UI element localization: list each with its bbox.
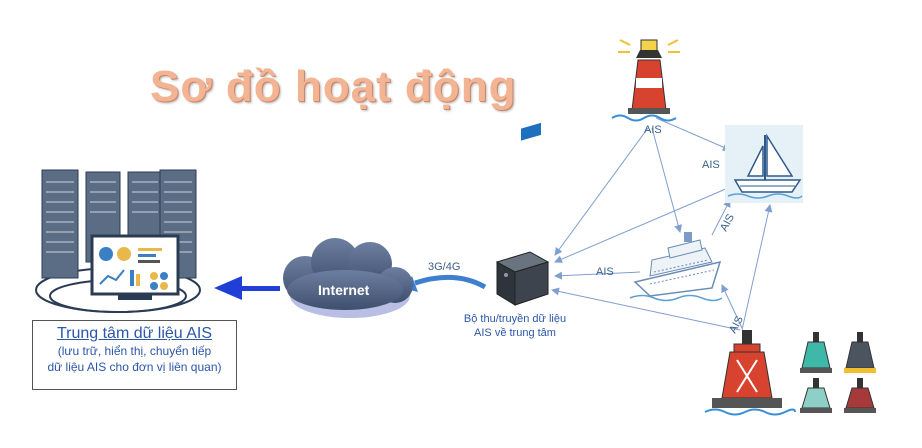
ais-label: AIS (596, 266, 614, 278)
link-lighthouse-receiver (554, 127, 649, 256)
lighthouse-icon (611, 39, 680, 122)
link-lighthouse-sailboat (655, 117, 731, 151)
data-center-title: Trung tâm dữ liệu AIS (56, 325, 213, 342)
device-caption-line1: Bộ thu/truyền dữ liệu (463, 313, 567, 325)
link-lighthouse-ship (651, 127, 683, 233)
link-sailboat-receiver (554, 184, 736, 263)
ais-receiver-device-icon (495, 122, 550, 306)
data-center-caption-box: Trung tâm dữ liệu AIS (lưu trữ, hiển thị… (32, 320, 237, 390)
sailboat-icon (725, 125, 803, 203)
link-buoy-receiver (551, 287, 741, 331)
ais-label: AIS (644, 124, 662, 136)
cruise-ship-icon (629, 232, 723, 302)
device-caption: Bộ thu/truyền dữ liệu AIS về trung tâm (455, 312, 575, 340)
link-ship-receiver (554, 271, 641, 280)
ais-label: AIS (702, 159, 720, 171)
data-flow-arrow (214, 276, 280, 300)
data-center-icon (35, 169, 201, 313)
network-label: 3G/4G (428, 261, 460, 273)
ais-label: AIS (718, 212, 737, 233)
dark-buoy-icon (844, 332, 876, 373)
teal-buoy-icon (800, 332, 832, 373)
data-center-desc-line2: dữ liệu AIS cho đơn vị liên quan) (47, 360, 222, 374)
link-buoy-sailboat (741, 204, 773, 331)
ais-link-lines (551, 117, 773, 331)
internet-cloud-icon (283, 238, 413, 318)
data-center-desc-line1: (lưu trữ, hiển thị, chuyển tiếp (57, 344, 212, 358)
page-title: Sơ đồ hoạt động (150, 62, 517, 111)
link-buoy-ship (721, 284, 743, 329)
light-teal-buoy-icon (800, 378, 832, 413)
network-arrow (414, 274, 487, 290)
maroon-buoy-icon (844, 378, 876, 413)
internet-label: Internet (318, 282, 370, 298)
device-caption-line2: AIS về trung tâm (474, 327, 556, 339)
red-buoy-icon (704, 330, 796, 416)
link-ship-sailboat (711, 199, 731, 236)
